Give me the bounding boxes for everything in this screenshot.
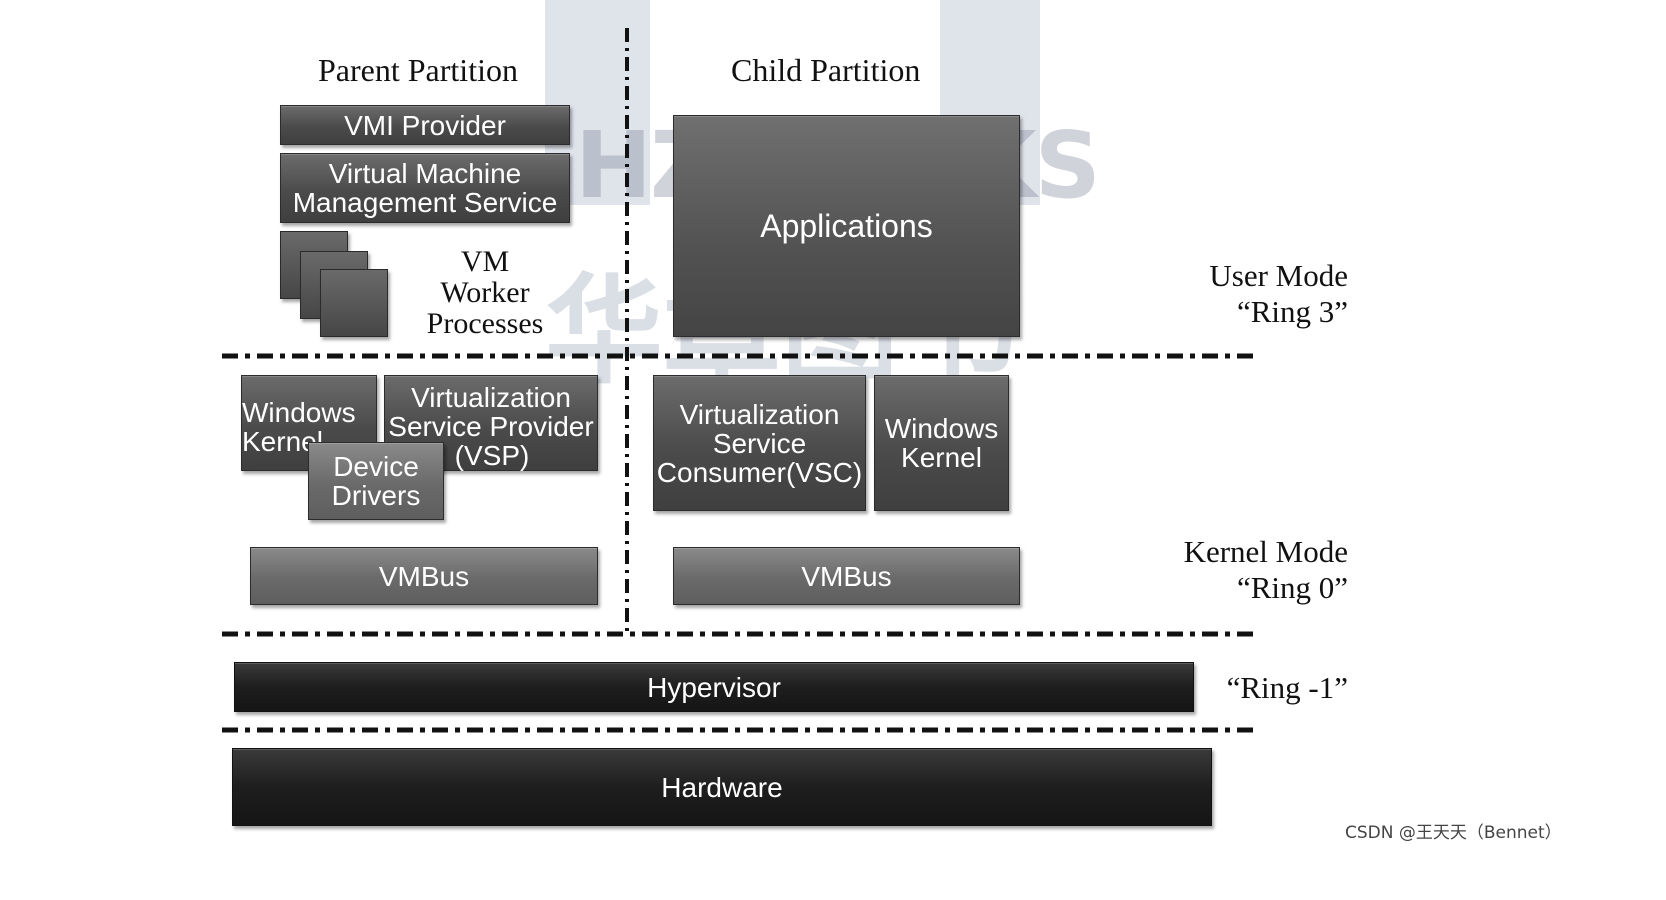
vmms-label-line2: Management Service — [292, 187, 558, 218]
hypervisor-label: Hypervisor — [647, 671, 781, 703]
parent-vmbus-label: VMBus — [378, 560, 470, 592]
worker-process-square — [320, 269, 388, 337]
user-mode-label: User Mode “Ring 3” — [1120, 258, 1348, 330]
vsp-line3: (VSP) — [454, 440, 530, 471]
vmi-provider-box: VMI Provider — [280, 105, 570, 145]
vsc-line2: Service — [712, 427, 807, 459]
vsc-line3: Consumer(VSC) — [656, 456, 863, 488]
kernel-mode-line2: “Ring 0” — [1236, 570, 1348, 605]
parent-windows-kernel-line1: Windows — [242, 396, 356, 428]
vsp-line1: Virtualization — [411, 382, 571, 413]
vmms-label-line1: Virtual Machine — [328, 158, 522, 189]
applications-box: Applications — [673, 115, 1020, 337]
worker-label-line3: Processes — [426, 307, 544, 340]
applications-label: Applications — [760, 207, 933, 244]
child-vmbus-box: VMBus — [673, 547, 1020, 605]
child-windows-kernel-line2: Kernel — [901, 442, 982, 473]
device-drivers-line1: Device — [333, 451, 419, 482]
hypervisor-box: Hypervisor — [234, 662, 1194, 712]
hypervisor-ring-label: “Ring -1” — [1226, 670, 1348, 705]
child-windows-kernel-line1: Windows — [884, 413, 999, 444]
child-vmbus-label: VMBus — [801, 560, 892, 592]
user-mode-line1: User Mode — [1209, 258, 1348, 293]
vsp-box: Virtualization Service Provider (VSP) — [384, 375, 598, 471]
parent-partition-heading: Parent Partition — [318, 52, 518, 88]
user-mode-line2: “Ring 3” — [1236, 294, 1348, 329]
worker-label-line1: VM — [460, 245, 510, 278]
vm-worker-processes-label: VM Worker Processes — [405, 246, 565, 339]
child-partition-heading: Child Partition — [731, 52, 921, 88]
device-drivers-line2: Drivers — [331, 480, 421, 511]
device-drivers-box: Device Drivers — [308, 442, 444, 520]
vmi-provider-label: VMI Provider — [344, 109, 506, 141]
child-windows-kernel-box: Windows Kernel — [874, 375, 1009, 511]
parent-vmbus-box: VMBus — [250, 547, 598, 605]
kernel-mode-line1: Kernel Mode — [1183, 534, 1348, 569]
vsc-line1: Virtualization — [679, 398, 840, 430]
worker-label-line2: Worker — [440, 276, 530, 309]
vsc-box: Virtualization Service Consumer(VSC) — [653, 375, 866, 511]
hardware-label: Hardware — [661, 771, 783, 803]
kernel-mode-label: Kernel Mode “Ring 0” — [1120, 534, 1348, 606]
vsp-line2: Service Provider — [388, 411, 594, 442]
credit-watermark: CSDN @王天天（Bennet） — [1345, 823, 1562, 843]
vm-management-service-box: Virtual Machine Management Service — [280, 153, 570, 223]
hardware-box: Hardware — [232, 748, 1212, 826]
